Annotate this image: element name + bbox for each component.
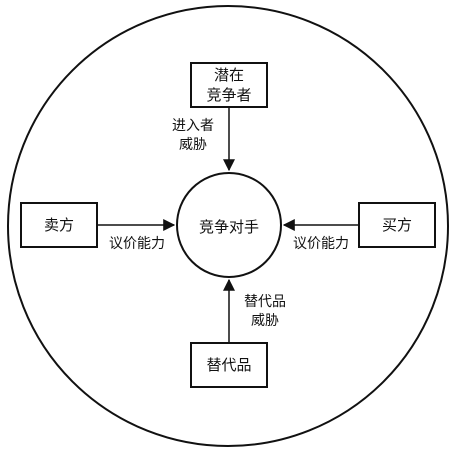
center-label: 竞争对手 <box>189 216 269 237</box>
substitutes-box: 替代品 <box>190 342 268 388</box>
outer-circle <box>7 5 449 447</box>
center-label-text: 竞争对手 <box>198 218 259 236</box>
sellers-box: 卖方 <box>20 202 98 248</box>
entrants-threat-line1: 进入者 <box>172 118 214 134</box>
center-circle <box>176 172 282 278</box>
buyer-power-text: 议价能力 <box>293 236 349 252</box>
entrants-line1: 潜在 <box>213 66 244 84</box>
substitutes-label: 替代品 <box>206 356 252 374</box>
entrants-threat-line2: 威胁 <box>179 137 207 153</box>
entrants-line2: 竞争者 <box>206 86 252 104</box>
buyers-label: 买方 <box>381 216 412 234</box>
substitute-threat-label: 替代品 威胁 <box>235 293 295 331</box>
buyer-power-label: 议价能力 <box>282 235 360 254</box>
seller-power-label: 议价能力 <box>98 235 176 254</box>
substitute-threat-line1: 替代品 <box>244 294 286 310</box>
entrants-threat-label: 进入者 威胁 <box>160 117 226 155</box>
entrants-box: 潜在 竞争者 <box>190 62 268 108</box>
seller-power-text: 议价能力 <box>109 236 165 252</box>
substitute-threat-line2: 威胁 <box>251 313 279 329</box>
sellers-label: 卖方 <box>43 216 74 234</box>
buyers-box: 买方 <box>358 202 436 248</box>
